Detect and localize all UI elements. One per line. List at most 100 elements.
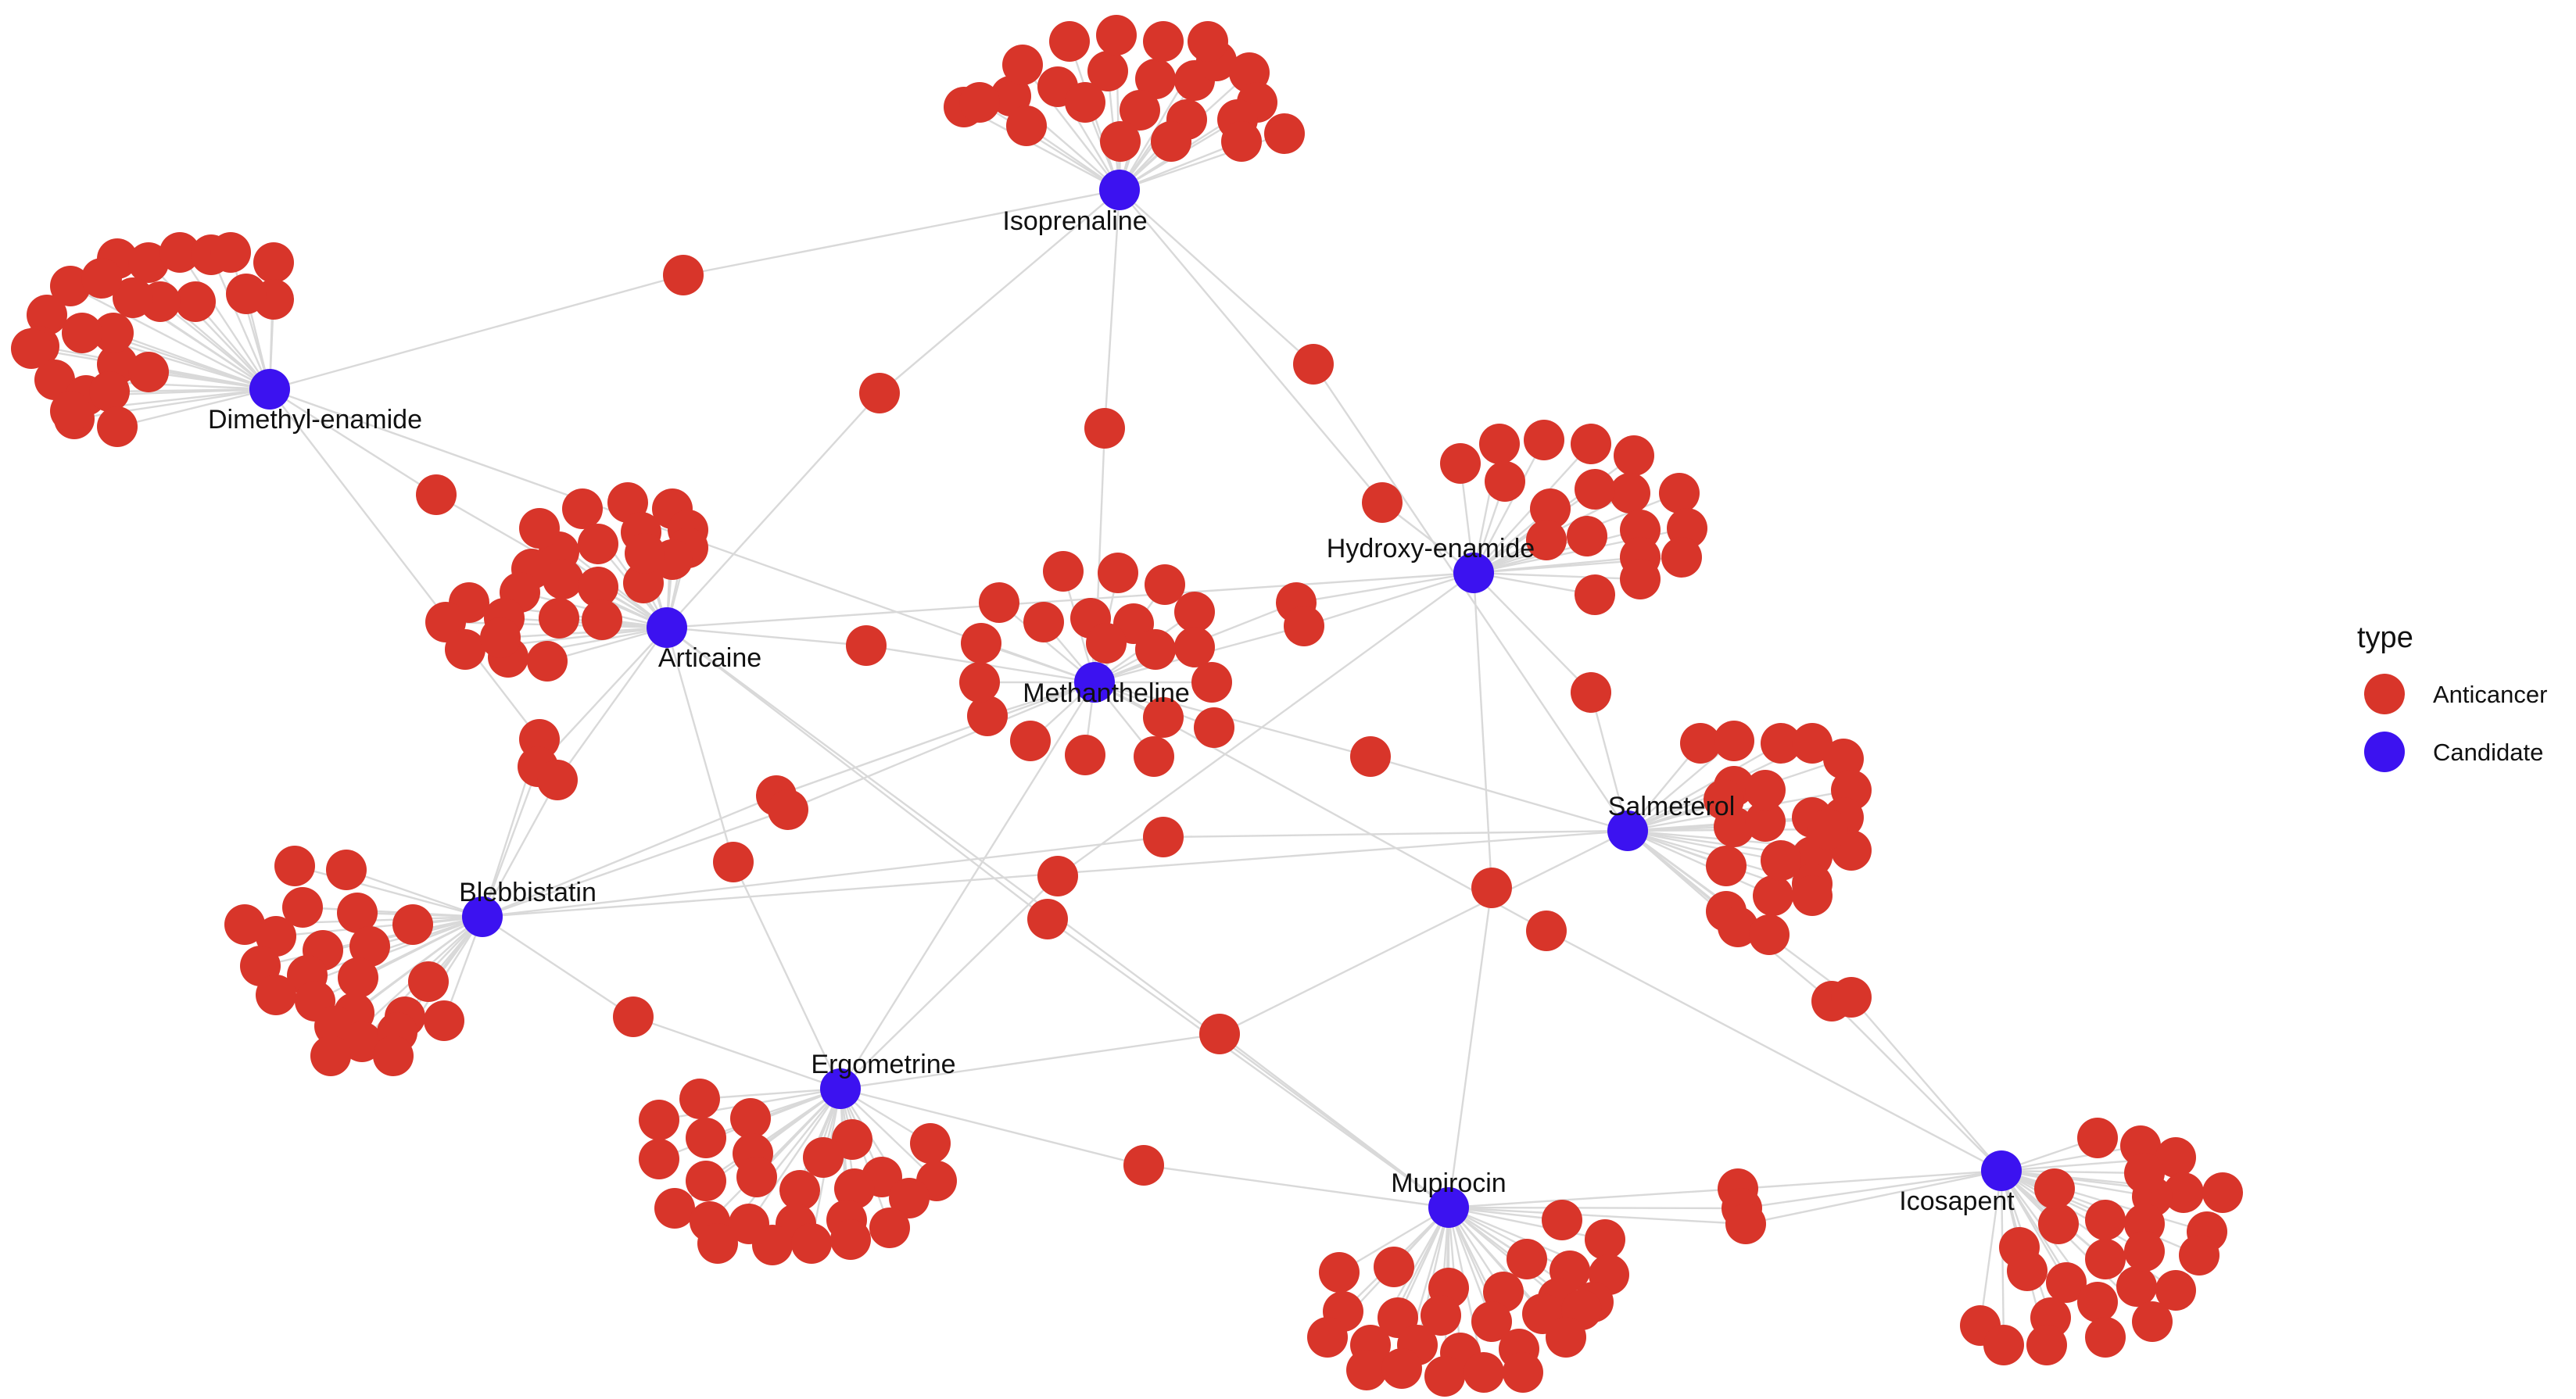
nodes-layer — [11, 15, 2243, 1397]
anticancer-node — [1745, 801, 1786, 842]
edge — [699, 1087, 841, 1100]
anticancer-node — [2124, 1153, 2165, 1193]
anticancer-node — [1174, 627, 1215, 667]
edge — [178, 252, 271, 390]
anticancer-node — [1006, 106, 1047, 146]
candidate-label-isoprenaline: Isoprenaline — [1002, 206, 1147, 236]
edge — [683, 188, 1120, 277]
anticancer-node — [2038, 1204, 2079, 1244]
edge — [1448, 1206, 1571, 1272]
edge — [109, 388, 270, 393]
anticancer-node — [416, 474, 457, 515]
anticancer-node — [654, 1188, 695, 1229]
anticancer-node — [1098, 553, 1138, 593]
anticancer-node — [1346, 1350, 1387, 1390]
edge — [481, 766, 539, 918]
anticancer-node — [1350, 736, 1391, 777]
anticancer-node — [1194, 707, 1234, 748]
edge — [482, 808, 789, 918]
anticancer-node — [342, 1022, 382, 1062]
anticancer-node — [1983, 1325, 2024, 1365]
edge — [839, 1088, 891, 1229]
anticancer-node — [869, 1208, 910, 1248]
edge — [2001, 1144, 2141, 1172]
anticancer-node — [2155, 1270, 2196, 1311]
legend-label-anticancer: Anticancer — [2433, 681, 2547, 708]
edge — [1473, 571, 1596, 596]
candidate-node-ergometrine — [820, 1068, 861, 1109]
edge — [1119, 189, 1314, 365]
edge — [1338, 1206, 1449, 1274]
edge — [116, 388, 270, 428]
edge — [159, 301, 270, 390]
anticancer-node — [846, 625, 887, 666]
anticancer-node — [326, 850, 367, 890]
anticancer-node — [527, 641, 568, 682]
anticancer-node — [50, 266, 91, 306]
anticancer-node — [2026, 1325, 2067, 1365]
anticancer-node — [1706, 846, 1747, 886]
anticancer-node — [959, 662, 1000, 703]
anticancer-node — [1792, 723, 1833, 764]
anticancer-node — [224, 904, 265, 945]
anticancer-node — [1479, 424, 1520, 464]
anticancer-node — [62, 313, 102, 353]
anticancer-node — [539, 598, 579, 639]
anticancer-node — [2163, 1172, 2204, 1213]
edge — [1737, 1169, 2002, 1190]
anticancer-node — [1049, 21, 1090, 62]
edge — [665, 627, 735, 863]
edge — [666, 627, 1048, 920]
anticancer-node — [578, 524, 618, 564]
anticancer-node — [1471, 1301, 1512, 1342]
anticancer-node — [613, 996, 654, 1037]
anticancer-node — [967, 696, 1008, 736]
anticancer-node — [1753, 875, 1793, 916]
edge — [210, 254, 271, 390]
edge — [1741, 1169, 2002, 1210]
edge — [546, 626, 668, 663]
edge — [1979, 1170, 2003, 1326]
anticancer-node — [210, 232, 251, 273]
anticancer-node — [159, 232, 200, 273]
edge — [1745, 1169, 2002, 1225]
edge — [840, 1088, 937, 1182]
edge — [2001, 1169, 2153, 1198]
anticancer-node — [253, 242, 294, 283]
anticancer-node — [686, 1118, 726, 1158]
edge — [481, 779, 559, 918]
anticancer-node — [1002, 45, 1043, 85]
candidate-node-methantheline — [1074, 662, 1115, 703]
anticancer-node — [1100, 121, 1141, 162]
anticancer-node — [1096, 15, 1137, 55]
anticancer-node — [1065, 82, 1105, 123]
edge — [1057, 572, 1474, 877]
anticancer-node — [256, 975, 296, 1015]
anticancer-node — [625, 533, 665, 574]
edge — [2001, 1169, 2145, 1175]
anticancer-node — [1745, 770, 1786, 810]
edge — [666, 392, 880, 628]
legend-label-candidate: Candidate — [2433, 739, 2543, 766]
anticancer-node — [752, 1225, 793, 1265]
anticancer-node — [1571, 424, 1611, 464]
anticancer-node — [93, 313, 134, 353]
anticancer-node — [113, 277, 153, 318]
anticancer-node — [2179, 1235, 2220, 1276]
edge — [709, 1088, 841, 1222]
anticancer-node — [1526, 520, 1567, 560]
anticancer-node — [889, 1178, 930, 1218]
candidate-node-dimethyl-enamide — [249, 369, 290, 410]
anticancer-node — [1471, 868, 1512, 908]
anticancer-node — [1792, 875, 1833, 916]
anticancer-node — [349, 926, 390, 967]
edge — [1448, 1206, 1747, 1225]
edge — [1313, 363, 1628, 832]
anticancer-node — [2007, 1251, 2048, 1291]
anticancer-node — [730, 1098, 771, 1139]
anticancer-node — [2077, 1118, 2118, 1158]
anticancer-node — [1120, 90, 1160, 131]
anticancer-node — [1087, 51, 1128, 91]
edge — [1627, 829, 1774, 897]
edge — [840, 1032, 1220, 1090]
